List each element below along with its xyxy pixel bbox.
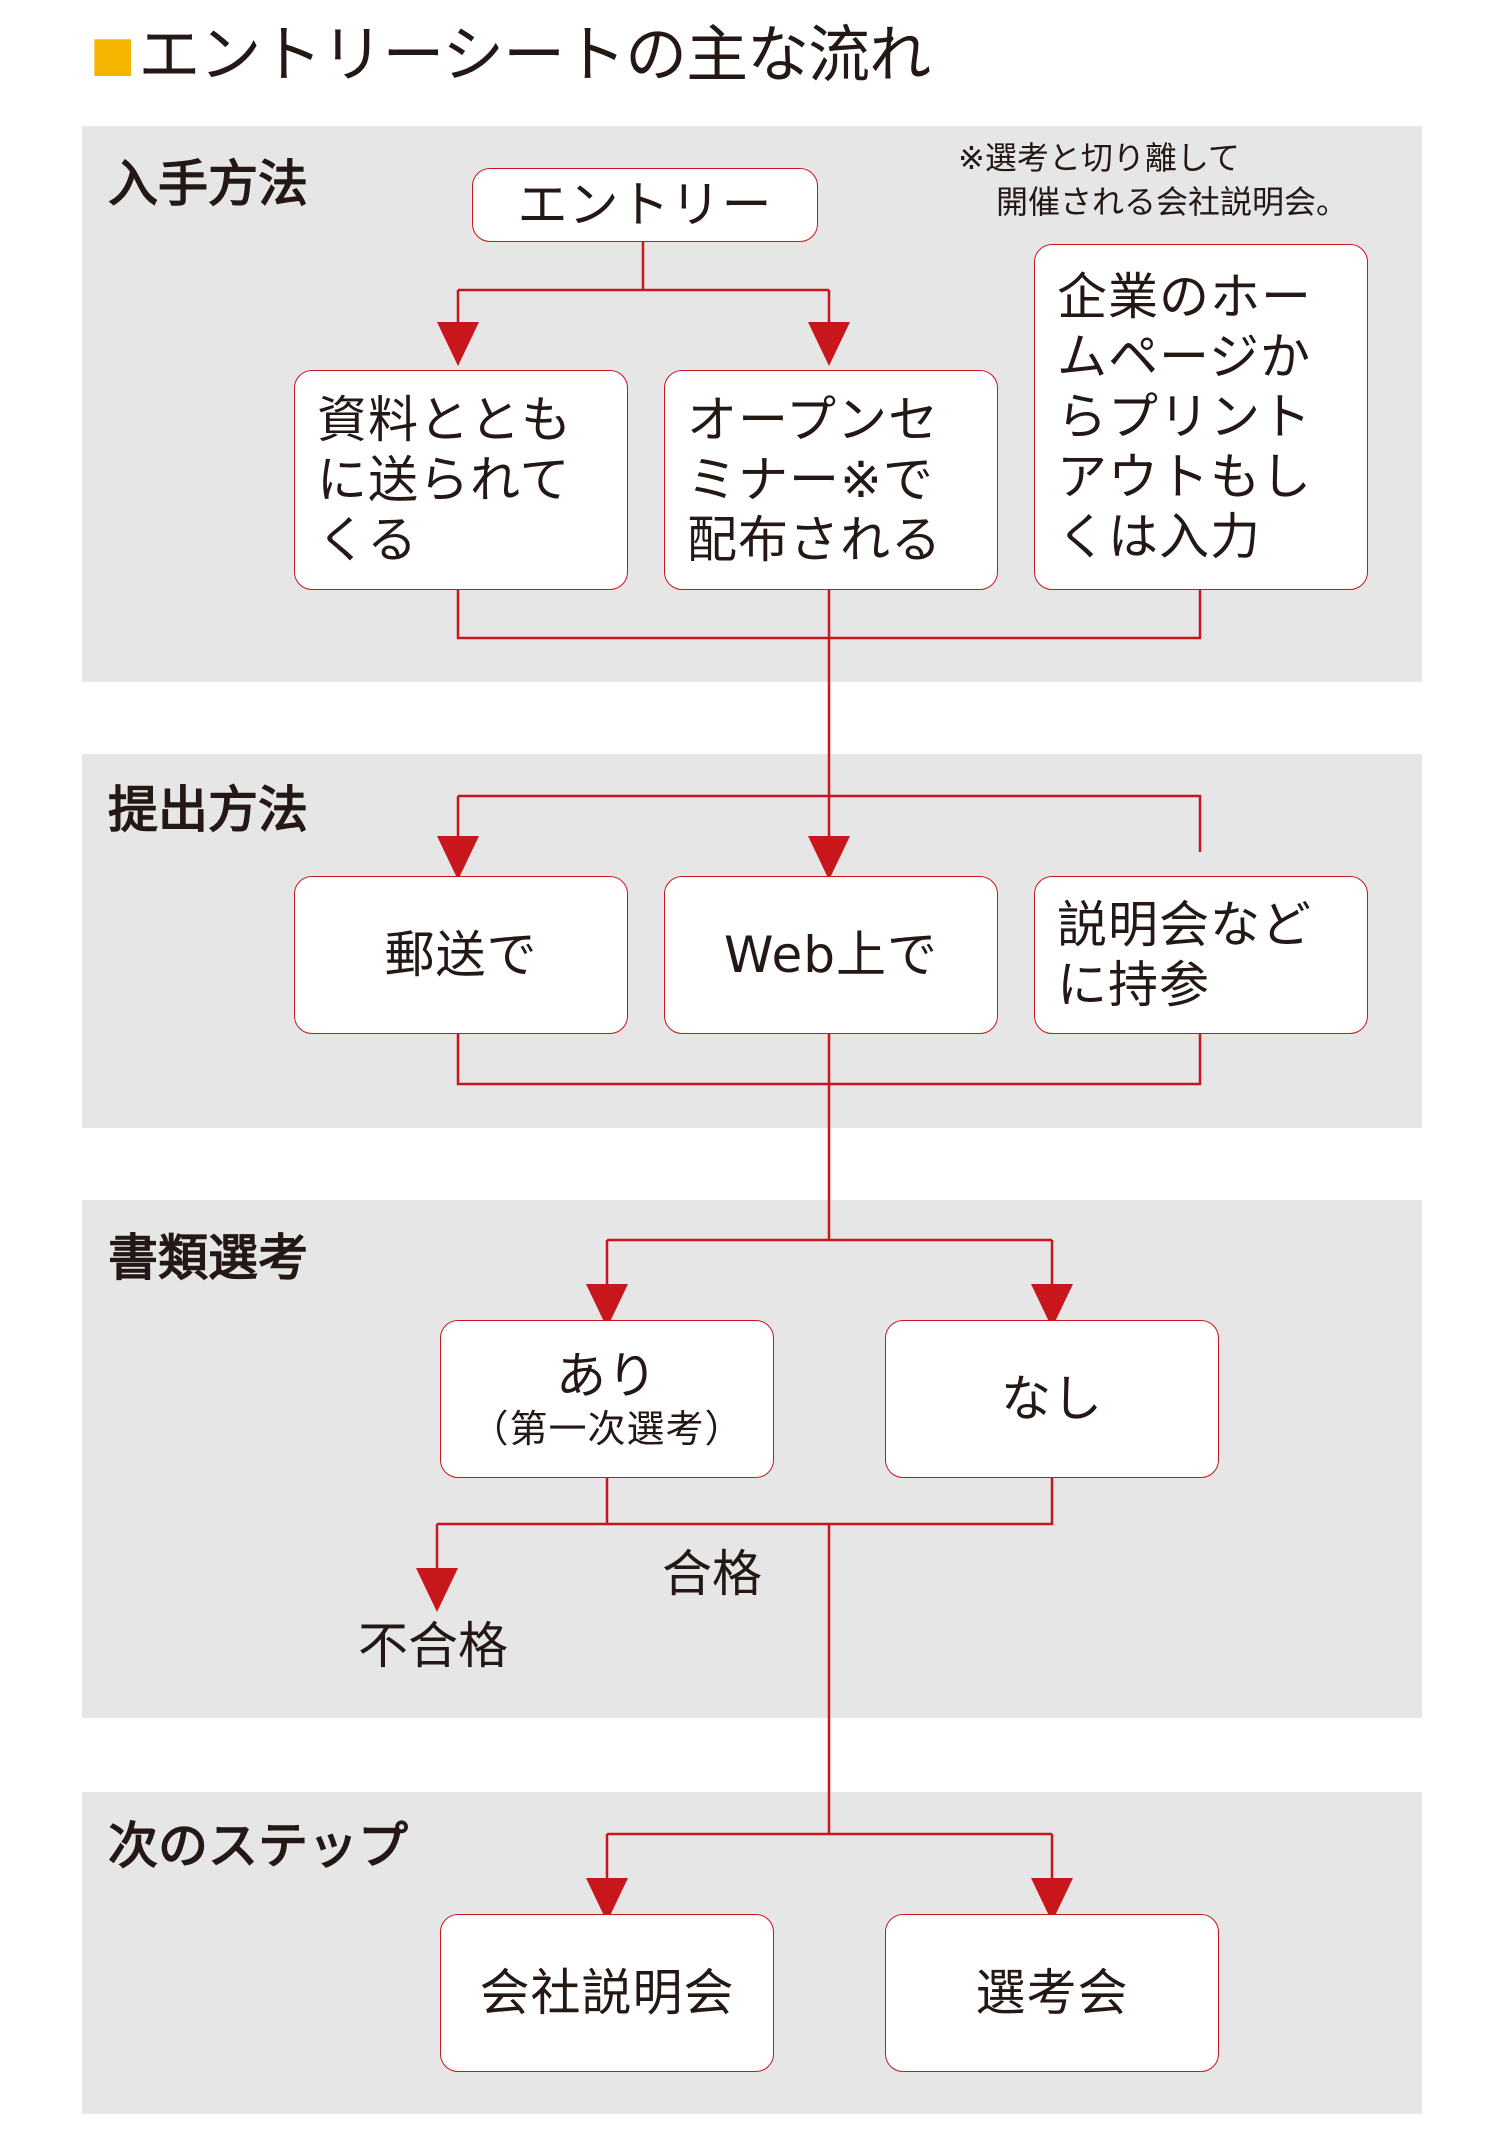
entry-label: エントリー [517, 176, 773, 234]
diagram-title: ■エントリーシートの主な流れ [90, 14, 931, 95]
mail-box: 郵送で [294, 876, 628, 1034]
section-title-next: 次のステップ [108, 1817, 408, 1875]
screening-yes-sublabel: （第一次選考） [470, 1407, 744, 1451]
screening-no-label: なし [1001, 1370, 1103, 1428]
briefing-box: 会社説明会 [440, 1914, 774, 2072]
arrow-to-materials [437, 322, 479, 366]
arrow-to-screening-yes [586, 1284, 628, 1328]
materials-label-line-1: 資料とともに送られて [317, 391, 572, 509]
web-label: Web上で [723, 926, 938, 984]
briefing-label: 会社説明会 [479, 1964, 735, 2022]
materials-box: 資料とともに送られてくる [294, 370, 628, 590]
materials-label-line-2: くる [317, 511, 418, 569]
section-title-submission: 提出方法 [108, 781, 308, 839]
bring-label-line-2: に持参 [1057, 956, 1210, 1014]
section-title-screening: 書類選考 [108, 1229, 308, 1287]
title-text: エントリーシートの主な流れ [138, 18, 931, 91]
pass-label: 合格 [662, 1545, 762, 1603]
website-box: 企業のホームページからプリントアウトもしくは入力 [1034, 244, 1368, 590]
bring-box: 説明会など に持参 [1034, 876, 1368, 1034]
seminar-box: オープンセミナー※で配布される [664, 370, 998, 590]
screening-yes-label: あり [556, 1347, 658, 1405]
arrow-to-screening-no [1031, 1284, 1073, 1328]
selection-box: 選考会 [885, 1914, 1219, 2072]
connector-submit-split [458, 794, 1202, 852]
mail-label: 郵送で [384, 926, 538, 984]
web-box: Web上で [664, 876, 998, 1034]
fail-label: 不合格 [358, 1617, 508, 1675]
website-label-line-1: 企業のホームページからプリントアウトもし [1057, 268, 1312, 506]
arrow-to-fail [416, 1568, 458, 1612]
arrow-to-briefing [586, 1878, 628, 1922]
title-marker: ■ [90, 26, 135, 82]
bring-label-line-1: 説明会など [1057, 896, 1312, 954]
screening-yes-box: あり （第一次選考） [440, 1320, 774, 1478]
note-line-1: ※選考と切り離して [958, 139, 1240, 177]
seminar-label-line-1: オープンセミナー※で [687, 391, 939, 509]
screening-no-box: なし [885, 1320, 1219, 1478]
arrow-to-mail [437, 836, 479, 880]
connector-result-bar [437, 1478, 1054, 1526]
arrow-to-selection [1031, 1878, 1073, 1922]
website-label-line-2: くは入力 [1057, 508, 1261, 566]
arrow-to-seminar [808, 322, 850, 366]
note-line-2: 開催される会社説明会。 [996, 183, 1349, 221]
selection-label: 選考会 [975, 1964, 1129, 2022]
seminar-note: ※選考と切り離して 開催される会社説明会。 [958, 136, 1348, 224]
entry-box: エントリー [472, 168, 818, 242]
seminar-label-line-2: 配布される [687, 511, 942, 569]
arrow-to-web [808, 836, 850, 880]
section-title-acquisition: 入手方法 [108, 155, 308, 213]
